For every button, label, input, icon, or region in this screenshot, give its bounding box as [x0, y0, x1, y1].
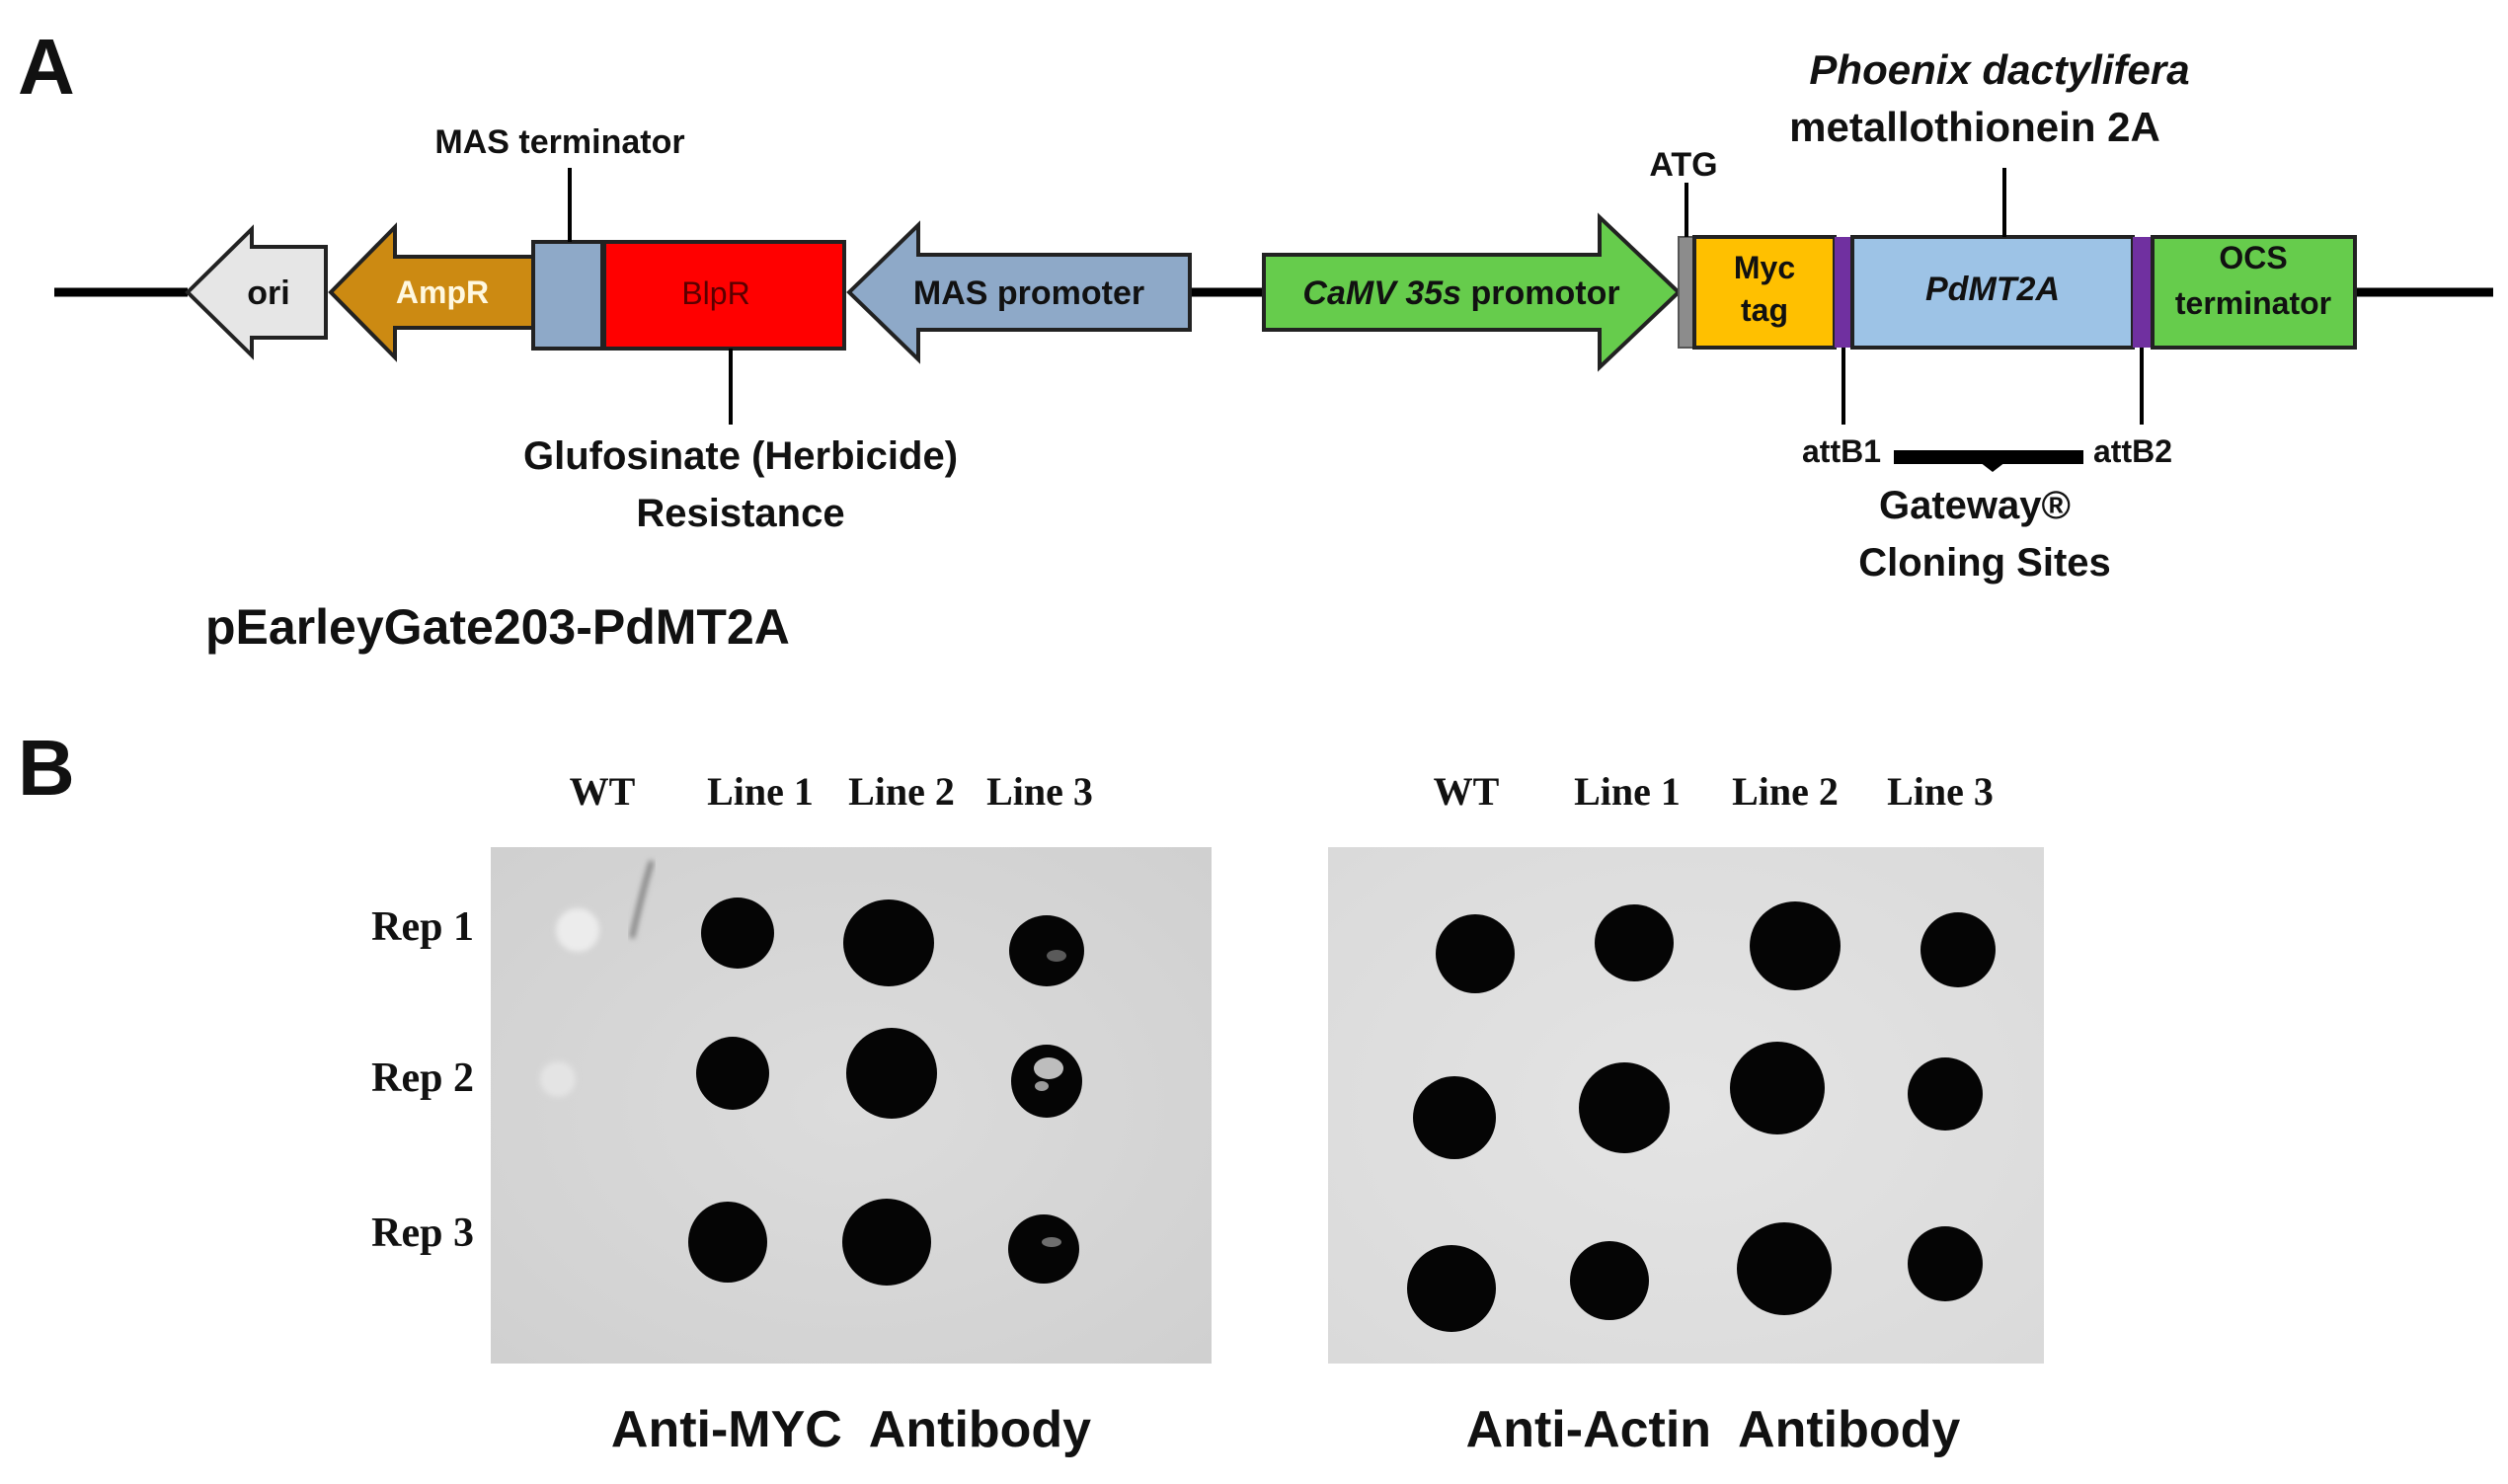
blot2-dot-r2-line2	[1730, 1042, 1825, 1134]
blot1-col-line2: Line 2	[848, 769, 955, 814]
ocs-label-1: OCS	[2219, 240, 2287, 275]
atg-box	[1678, 236, 1695, 349]
blot1-dot-r1-line2	[843, 899, 934, 986]
ampr-label: AmpR	[396, 274, 489, 310]
blot2-col-line1: Line 1	[1574, 769, 1681, 814]
blot1-dot-r3-line3	[1008, 1214, 1079, 1284]
myc-label-2: tag	[1741, 292, 1788, 328]
row-label-rep2: Rep 2	[371, 1055, 474, 1101]
blot2-dot-r3-line2	[1737, 1222, 1832, 1315]
gateway-bar-notch	[1980, 462, 2005, 472]
blot2-dot-r1-wt	[1436, 914, 1515, 993]
glufosinate-label-1: Glufosinate (Herbicide)	[523, 434, 958, 478]
blot2-dot-r2-wt	[1413, 1076, 1496, 1159]
blot2-dot-r1-line1	[1595, 904, 1674, 981]
atg-label: ATG	[1649, 146, 1717, 184]
blot1-dot-r2-line3	[1011, 1045, 1082, 1118]
blot2-dot-r1-line2	[1750, 901, 1841, 990]
blot2-dot-r2-line3	[1908, 1057, 1983, 1131]
blot1-dot-r1-line3	[1009, 915, 1084, 986]
blot2-dot-r2-line1	[1579, 1062, 1670, 1153]
blot1-dots	[688, 898, 1084, 1286]
panel-a-letter: A	[18, 23, 75, 111]
blot1-dot-r2-line2	[846, 1028, 937, 1119]
gateway-label-2: Cloning Sites	[1858, 541, 2111, 585]
myc-label-1: Myc	[1734, 250, 1795, 285]
blot2-dot-r1-line3	[1920, 912, 1996, 987]
ori-label: ori	[247, 274, 289, 312]
blot1-membrane	[491, 847, 1212, 1364]
ocs-label-2: terminator	[2175, 285, 2331, 321]
blot1-col-wt: WT	[570, 769, 636, 814]
blot1-col-line3: Line 3	[986, 769, 1093, 814]
blot2-dots	[1407, 901, 1996, 1332]
attb2-label: attB2	[2093, 433, 2172, 469]
camv-italic: CaMV 35s	[1302, 274, 1461, 312]
mas-promoter-arrow	[846, 220, 1192, 364]
glufosinate-label-2: Resistance	[636, 492, 844, 535]
blpr-label: BlpR	[681, 275, 749, 311]
construct-name: pEarleyGate203-PdMT2A	[205, 599, 790, 655]
ocs-terminator-box	[2151, 235, 2357, 350]
blot2-dot-r3-line1	[1570, 1241, 1649, 1320]
attb1-box	[1835, 237, 1852, 348]
blot1-caption: Anti-MYC Antibody	[611, 1401, 1091, 1458]
row-label-rep3: Rep 3	[371, 1211, 474, 1256]
blot2-membrane	[1328, 847, 2044, 1364]
attb2-box	[2133, 237, 2151, 348]
ori-arrow	[185, 224, 328, 360]
mas-terminator-label: MAS terminator	[434, 123, 684, 161]
blot1-dot-r2-line1	[696, 1037, 769, 1110]
blot2-col-line2: Line 2	[1732, 769, 1839, 814]
camv-rest: promotor	[1461, 274, 1620, 312]
attb1-label: attB1	[1802, 433, 1881, 469]
gene-label: metallothionein 2A	[1789, 104, 2160, 150]
blot2-col-line3: Line 3	[1887, 769, 1994, 814]
blot2-dot-r3-wt	[1407, 1245, 1496, 1332]
panel-b-letter: B	[18, 724, 75, 812]
pdmt2a-label: PdMT2A	[1925, 271, 2060, 308]
camv-promoter-label: CaMV 35s promotor	[1302, 274, 1619, 312]
blot2-caption: Anti-Actin Antibody	[1466, 1401, 1961, 1458]
blot2-dot-r3-line3	[1908, 1226, 1983, 1301]
blot1-dot-r3-line2	[842, 1199, 931, 1286]
species-label: Phoenix dactylifera	[1809, 46, 2189, 93]
mas-terminator-box	[531, 240, 604, 351]
row-label-rep1: Rep 1	[371, 904, 474, 950]
mas-promoter-label: MAS promoter	[913, 274, 1144, 312]
pdmt2a-box	[1850, 235, 2135, 350]
gateway-label-1: Gateway®	[1879, 484, 2071, 527]
blpr-box	[602, 240, 846, 351]
blot1-col-line1: Line 1	[707, 769, 814, 814]
blot2-col-wt: WT	[1434, 769, 1500, 814]
blot1-dot-r1-line1	[701, 898, 774, 969]
blot1-dot-r3-line1	[688, 1202, 767, 1283]
camv-promoter-arrow	[1262, 212, 1682, 372]
